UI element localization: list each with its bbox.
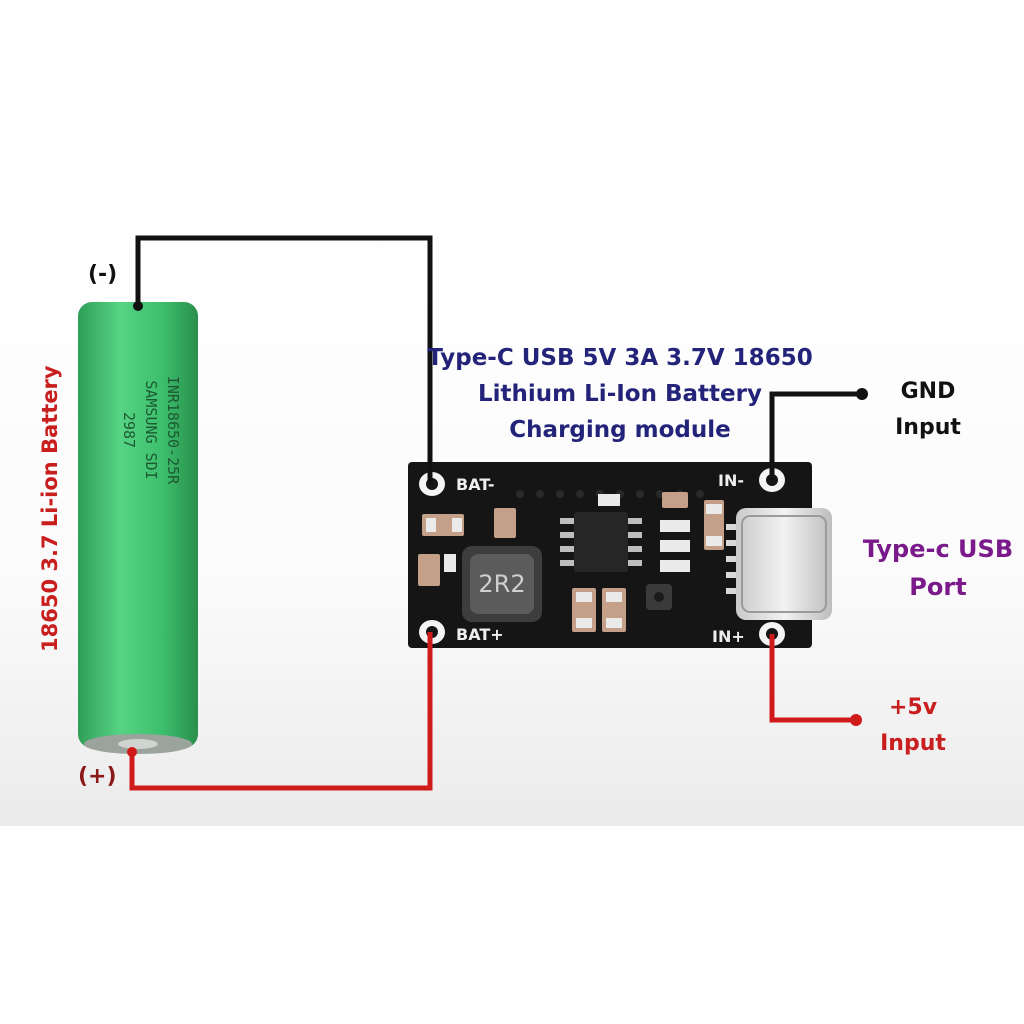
battery-18650: INR18650-25R SAMSUNG SDI 2987 bbox=[78, 302, 198, 754]
wire-5v-input bbox=[769, 634, 856, 723]
battery-body bbox=[78, 302, 198, 748]
gnd-label-line-2: Input bbox=[895, 415, 961, 440]
gnd-input-label: GND Input bbox=[868, 374, 988, 446]
node-battery-positive bbox=[127, 747, 137, 757]
label-bat-neg: BAT- bbox=[456, 475, 495, 494]
plus5v-input-label: +5v Input bbox=[858, 690, 968, 762]
gnd-label-line-1: GND bbox=[900, 379, 956, 404]
battery-positive-terminal bbox=[118, 739, 158, 749]
charging-module-board: 2R2 bbox=[408, 462, 832, 648]
battery-print-line-1: INR18650-25R bbox=[164, 376, 182, 485]
battery-print-line-2: SAMSUNG SDI bbox=[142, 380, 160, 479]
module-title: Type-C USB 5V 3A 3.7V 18650 Lithium Li-I… bbox=[420, 340, 820, 448]
usb-port-label: Type-c USB Port bbox=[848, 530, 1024, 606]
label-bat-pos: BAT+ bbox=[456, 625, 504, 644]
usb-label-line-1: Type-c USB bbox=[862, 535, 1014, 563]
inductor-marking: 2R2 bbox=[478, 570, 525, 598]
battery-side-label: 18650 3.7 Li-ion Battery bbox=[38, 365, 62, 652]
plus5-label-line-1: +5v bbox=[888, 695, 938, 720]
node-5v-input bbox=[850, 714, 862, 726]
node-gnd-input bbox=[856, 388, 868, 400]
wire-battery-negative bbox=[135, 235, 433, 484]
charger-ic bbox=[574, 512, 628, 572]
plus5-label-line-2: Input bbox=[880, 731, 946, 756]
battery-print-line-3: 2987 bbox=[120, 412, 138, 448]
battery-positive-label: (+) bbox=[78, 764, 117, 789]
title-line-1: Type-C USB 5V 3A 3.7V 18650 bbox=[427, 345, 813, 371]
wire-battery-positive bbox=[129, 632, 433, 791]
usb-c-port[interactable] bbox=[736, 508, 832, 620]
label-in-pos: IN+ bbox=[712, 627, 745, 646]
usb-label-line-2: Port bbox=[909, 573, 967, 601]
title-line-3: Charging module bbox=[509, 417, 731, 443]
wire-gnd-input bbox=[769, 391, 862, 480]
title-line-2: Lithium Li-Ion Battery bbox=[478, 381, 762, 407]
label-in-neg: IN- bbox=[718, 471, 744, 490]
battery-negative-label: (-) bbox=[88, 262, 118, 287]
node-battery-negative bbox=[133, 301, 143, 311]
